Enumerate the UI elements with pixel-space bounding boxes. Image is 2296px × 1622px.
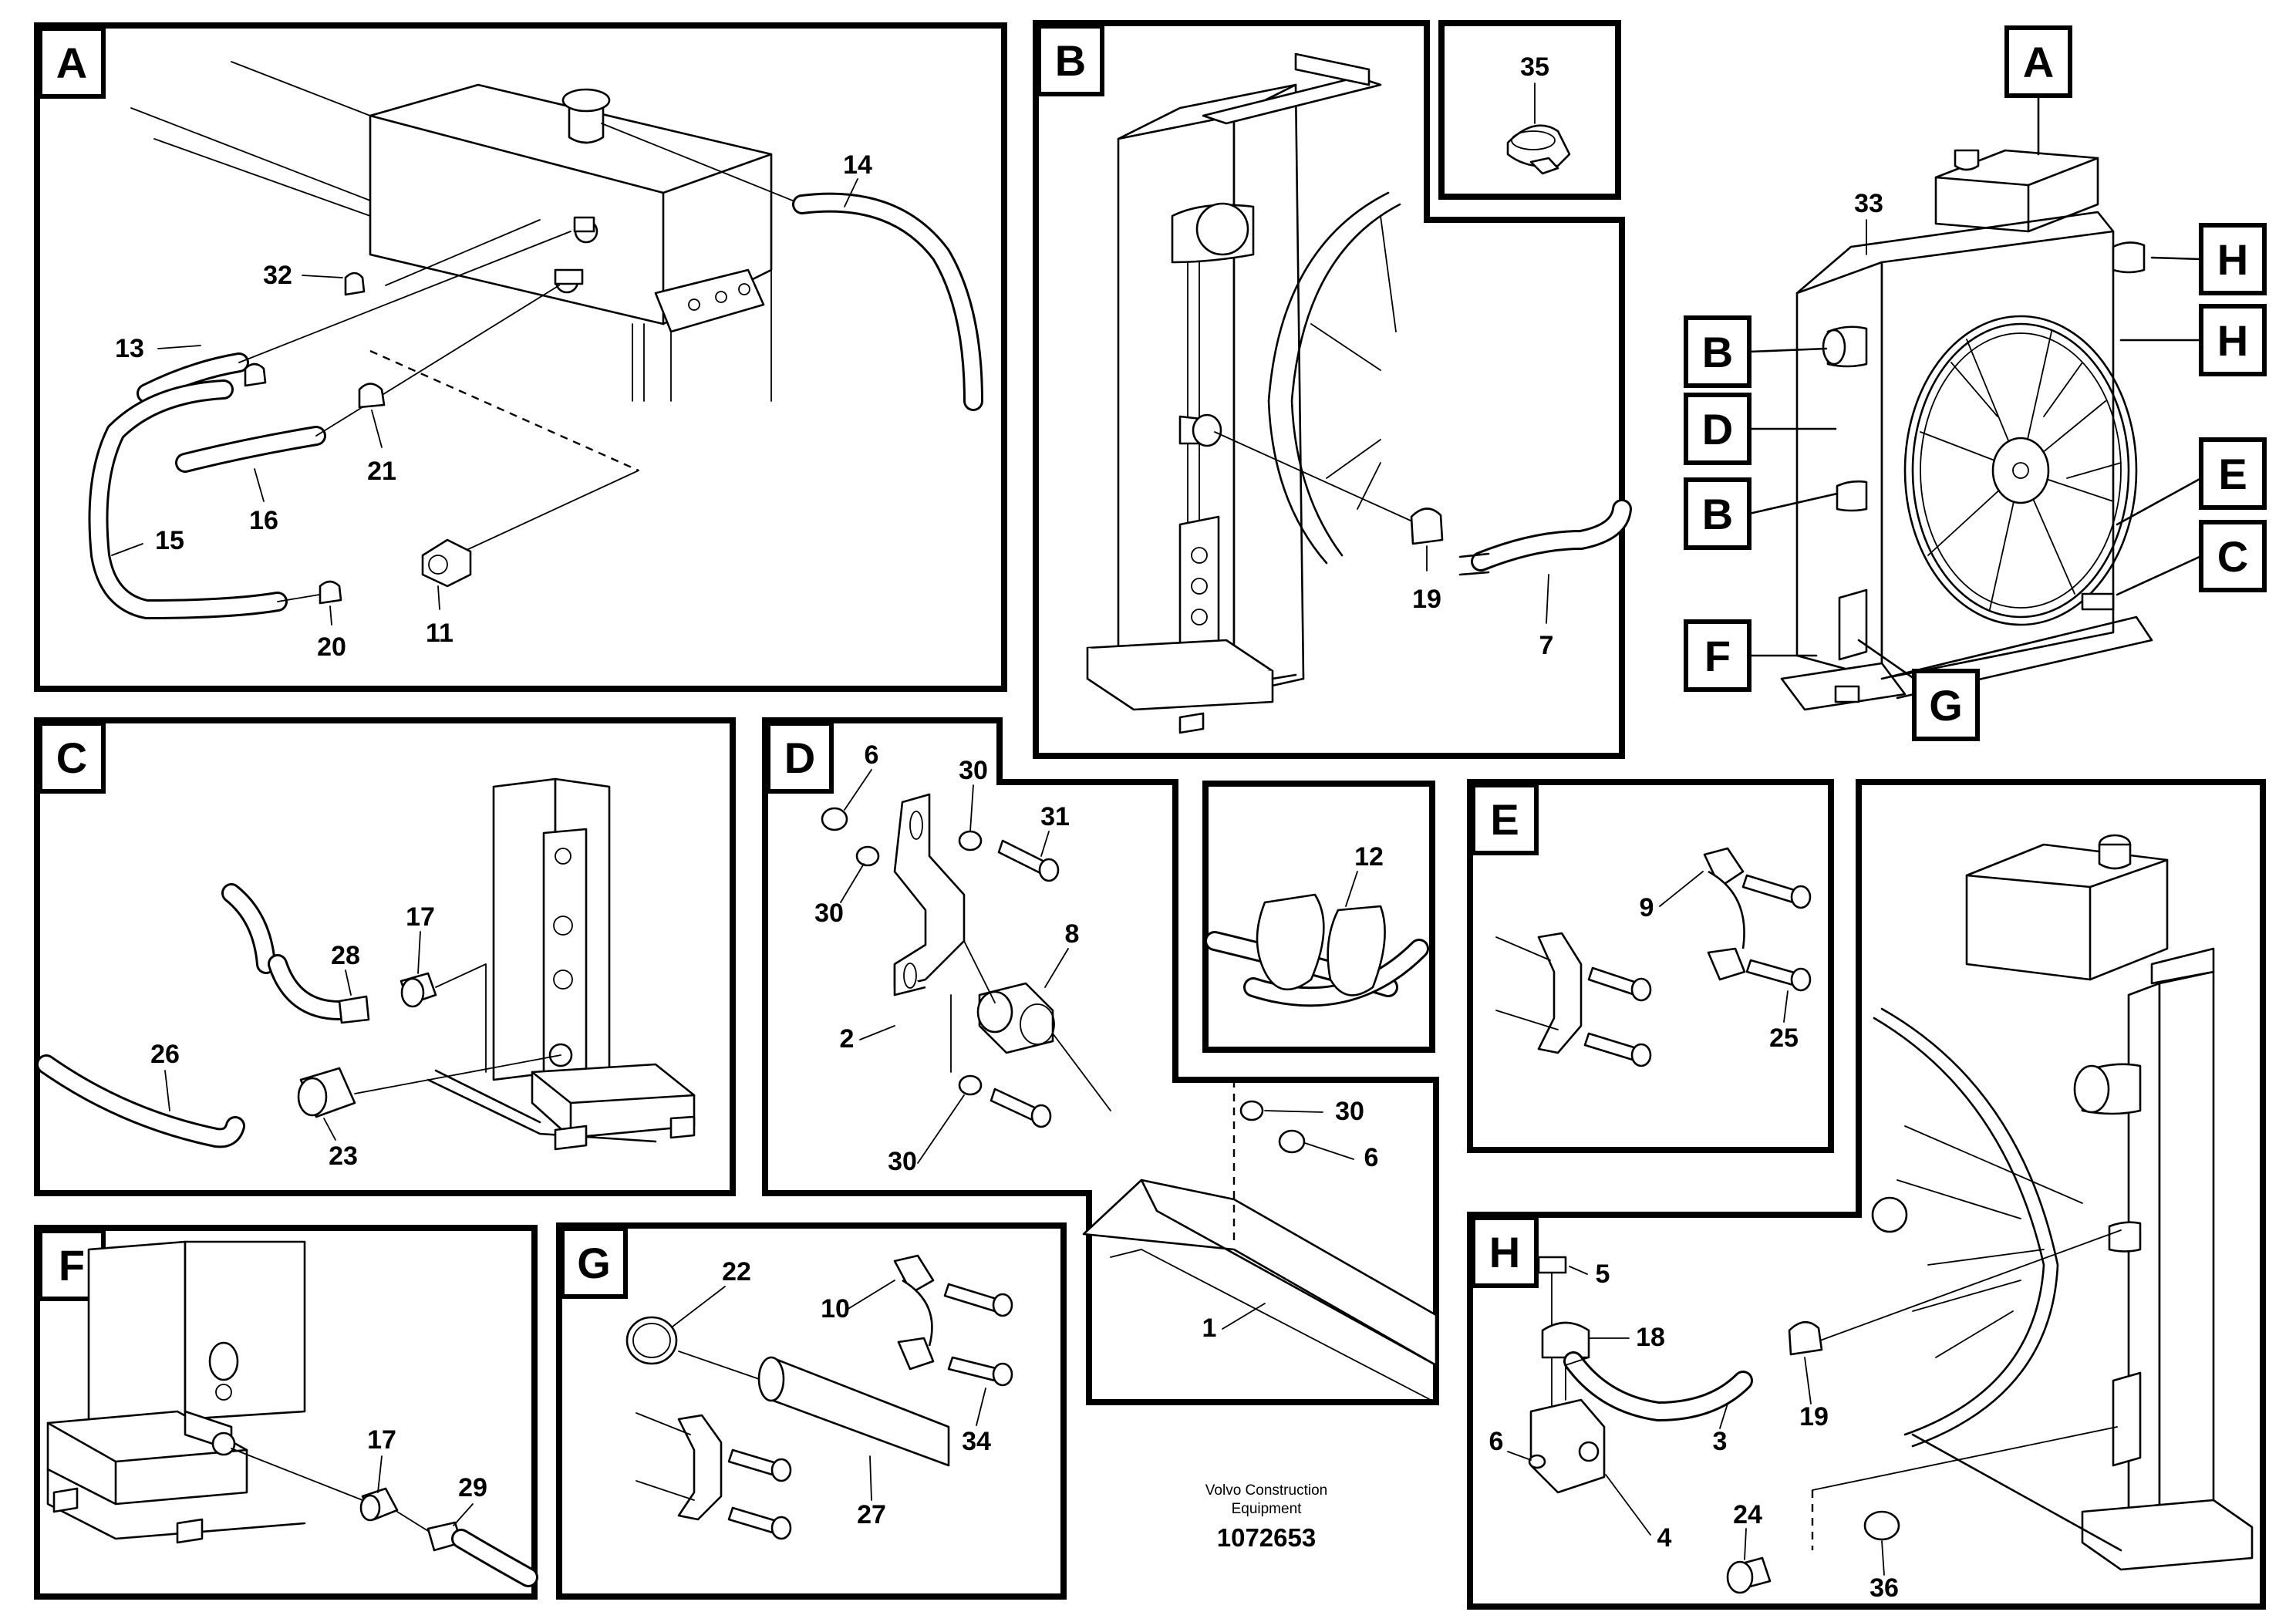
svg-text:20: 20 bbox=[317, 632, 346, 662]
overview-callouts: A 33 B D B F G H H E bbox=[1684, 25, 2267, 741]
panel-b-drawing bbox=[1086, 52, 1632, 734]
svg-text:B: B bbox=[1055, 36, 1086, 85]
panel-letter-a: A bbox=[38, 26, 106, 99]
panel-d-drawing bbox=[821, 793, 1438, 1401]
panel-h-drawing bbox=[1528, 834, 2254, 1594]
svg-text:33: 33 bbox=[1854, 189, 1883, 218]
panel-a-drawing bbox=[88, 61, 983, 619]
drawing-number: 1072653 bbox=[1217, 1523, 1316, 1552]
panel-f-drawing bbox=[46, 1240, 538, 1587]
svg-text:A: A bbox=[2023, 38, 2054, 86]
drawing-footer: Volvo Construction Equipment 1072653 bbox=[1205, 1482, 1327, 1552]
svg-text:18: 18 bbox=[1636, 1323, 1665, 1352]
svg-text:11: 11 bbox=[426, 619, 453, 648]
panel-a-callouts: 14 32 13 21 16 15 20 11 bbox=[111, 150, 872, 662]
svg-text:10: 10 bbox=[821, 1294, 850, 1324]
svg-text:F: F bbox=[59, 1241, 85, 1290]
svg-text:5: 5 bbox=[1596, 1259, 1610, 1289]
svg-text:16: 16 bbox=[249, 506, 278, 535]
svg-text:6: 6 bbox=[1489, 1427, 1504, 1456]
panel-letter-c: C bbox=[38, 721, 106, 794]
panel-d-clamp-callout: 12 bbox=[1345, 842, 1384, 907]
svg-text:24: 24 bbox=[1733, 1500, 1762, 1529]
panel-b-clamp-callout: 35 bbox=[1520, 52, 1549, 124]
svg-text:B: B bbox=[1702, 328, 1733, 376]
svg-text:E: E bbox=[1490, 795, 1519, 844]
svg-text:19: 19 bbox=[1799, 1402, 1829, 1431]
svg-text:F: F bbox=[1704, 632, 1731, 680]
svg-text:6: 6 bbox=[1364, 1143, 1379, 1172]
panel-f-callouts: 17 29 bbox=[367, 1425, 487, 1526]
panel-e-drawing bbox=[1495, 847, 1812, 1067]
svg-text:C: C bbox=[2217, 532, 2248, 581]
svg-text:B: B bbox=[1702, 490, 1733, 538]
svg-text:9: 9 bbox=[1640, 893, 1654, 922]
svg-text:7: 7 bbox=[1539, 631, 1554, 660]
svg-text:34: 34 bbox=[962, 1427, 991, 1456]
panel-g-drawing bbox=[625, 1254, 1013, 1540]
overview-drawing bbox=[1780, 149, 2153, 711]
svg-text:30: 30 bbox=[959, 756, 988, 785]
svg-text:6: 6 bbox=[865, 740, 879, 770]
svg-text:36: 36 bbox=[1870, 1573, 1899, 1603]
svg-text:26: 26 bbox=[150, 1040, 180, 1069]
svg-text:14: 14 bbox=[843, 150, 872, 180]
svg-text:4: 4 bbox=[1657, 1523, 1672, 1553]
panel-letter-h: H bbox=[1471, 1216, 1539, 1288]
svg-text:22: 22 bbox=[722, 1257, 751, 1286]
panel-e-callouts: 9 25 bbox=[1640, 871, 1799, 1053]
svg-text:23: 23 bbox=[329, 1141, 358, 1171]
svg-text:35: 35 bbox=[1520, 52, 1549, 82]
svg-text:19: 19 bbox=[1412, 585, 1441, 614]
svg-text:25: 25 bbox=[1769, 1023, 1799, 1053]
svg-text:27: 27 bbox=[857, 1500, 886, 1529]
svg-text:32: 32 bbox=[263, 261, 292, 290]
panel-letter-g: G bbox=[560, 1226, 628, 1299]
panel-frames bbox=[34, 20, 2266, 1610]
panel-letter-d: D bbox=[766, 721, 834, 794]
svg-text:H: H bbox=[2217, 316, 2248, 365]
company-line-2: Equipment bbox=[1232, 1501, 1303, 1517]
panel-letter-e: E bbox=[1471, 783, 1539, 855]
svg-text:13: 13 bbox=[115, 334, 144, 363]
svg-text:30: 30 bbox=[1335, 1097, 1364, 1126]
svg-text:1: 1 bbox=[1202, 1313, 1217, 1343]
svg-text:2: 2 bbox=[840, 1024, 855, 1054]
panel-b-clamp-drawing bbox=[1506, 124, 1571, 175]
panel-h-callouts: 5 18 19 3 6 4 24 36 bbox=[1489, 1259, 1899, 1603]
svg-text:30: 30 bbox=[888, 1147, 917, 1176]
svg-text:G: G bbox=[577, 1239, 611, 1287]
svg-text:E: E bbox=[2218, 450, 2247, 498]
panel-c-callouts: 17 28 26 23 bbox=[150, 902, 435, 1171]
svg-text:H: H bbox=[2217, 235, 2248, 284]
svg-text:21: 21 bbox=[367, 457, 396, 486]
svg-text:30: 30 bbox=[814, 899, 844, 928]
svg-text:28: 28 bbox=[331, 941, 360, 970]
svg-text:31: 31 bbox=[1040, 802, 1070, 831]
svg-text:H: H bbox=[1489, 1228, 1520, 1276]
svg-text:17: 17 bbox=[406, 902, 435, 932]
svg-text:D: D bbox=[784, 733, 815, 782]
svg-text:15: 15 bbox=[155, 526, 184, 555]
svg-text:29: 29 bbox=[458, 1473, 487, 1502]
panel-c-drawing bbox=[36, 777, 696, 1151]
panel-d-callouts: 6 30 31 30 8 2 30 30 6 1 bbox=[814, 740, 1378, 1343]
svg-text:8: 8 bbox=[1065, 919, 1080, 949]
svg-text:3: 3 bbox=[1713, 1427, 1728, 1456]
panel-d-clamp-drawing bbox=[1205, 893, 1429, 1007]
svg-text:A: A bbox=[56, 39, 87, 87]
panel-g-callouts: 22 10 34 27 bbox=[672, 1257, 991, 1529]
company-line-1: Volvo Construction bbox=[1205, 1482, 1327, 1499]
svg-text:C: C bbox=[56, 733, 87, 782]
svg-text:G: G bbox=[1929, 681, 1963, 730]
panel-b-callouts: 19 7 bbox=[1412, 545, 1554, 660]
panel-letter-b: B bbox=[1037, 24, 1104, 96]
svg-text:D: D bbox=[1702, 405, 1733, 454]
svg-text:17: 17 bbox=[367, 1425, 396, 1455]
svg-text:12: 12 bbox=[1354, 842, 1384, 872]
